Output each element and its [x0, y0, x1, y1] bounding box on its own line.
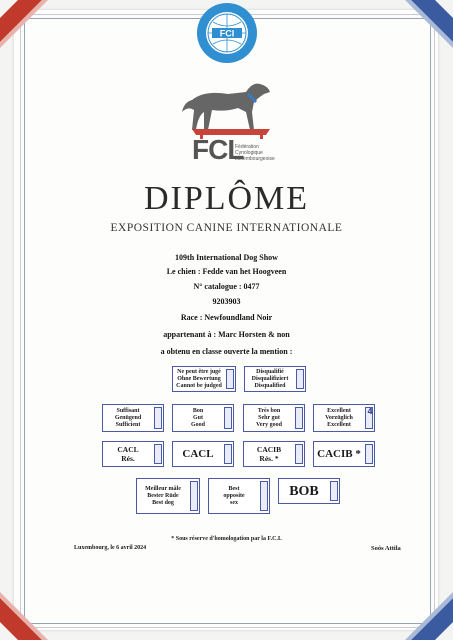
judge-name: Soós Attila	[371, 545, 401, 552]
fcl-sub-line-2: Luxembourgeoise	[235, 156, 275, 162]
box-disqualified: Disqualifié Disqualifiziert Disqualified	[244, 366, 306, 392]
box-good: Bon Gut Good	[172, 404, 234, 432]
fci-seal-logo: FCI	[196, 2, 258, 64]
checkbox	[224, 444, 232, 464]
box-line: Good	[190, 421, 205, 428]
box-cacib: CACIB *	[313, 441, 375, 467]
dog-name: Le chien : Fedde van het Hoogveen	[166, 267, 287, 276]
breed: Race : Newfoundland Noir	[180, 313, 273, 322]
checkbox	[365, 444, 373, 464]
checkbox	[260, 481, 268, 511]
box-sufficient: Suffisant Genügend Sufficient	[102, 404, 164, 432]
box-line: Best dog	[152, 499, 174, 506]
box-line: Disqualified	[254, 382, 286, 389]
box-line: Meilleur mâle	[145, 485, 181, 492]
box-line: Disqualifié	[256, 368, 284, 375]
box-line: CACIB *	[317, 448, 361, 460]
corner-ribbon-top-right	[383, 0, 453, 70]
box-cacl: CACL	[172, 441, 234, 467]
box-best-opposite-sex: Best opposite sex	[208, 478, 270, 514]
box-line: Sehr gut	[258, 414, 280, 421]
corner-ribbon-bottom-left	[0, 570, 70, 640]
checkbox	[330, 481, 338, 501]
box-line: Ohne Bewertung	[177, 375, 221, 382]
box-line: Vorzüglich	[325, 414, 353, 421]
box-line: Suffisant	[116, 407, 140, 414]
box-line: opposite	[223, 492, 245, 499]
catalogue-number: N° catalogue : 0477	[193, 282, 260, 291]
box-not-judged: Ne peut être jugé Ohne Bewertung Cannot …	[172, 366, 236, 392]
checkbox	[295, 444, 303, 464]
checkbox	[190, 481, 198, 511]
box-line: Genügend	[114, 414, 142, 421]
fcl-sub-line-1: Fédération Cynologique	[235, 144, 263, 156]
mention-intro: a obtenu en classe ouverte la mention :	[160, 347, 293, 356]
show-name: 109th International Dog Show	[175, 253, 278, 262]
seal-letters: FCI	[220, 29, 235, 39]
fcl-bar-logo	[190, 126, 272, 168]
box-line: Gut	[192, 414, 203, 421]
box-line: sex	[230, 499, 238, 506]
checkbox	[365, 407, 373, 429]
box-line: Sufficient	[115, 421, 141, 428]
box-line: Rés.	[121, 454, 135, 463]
owner: appartenant à : Marc Horsten & non	[163, 330, 290, 339]
box-line: Bester Rüde	[147, 492, 179, 499]
box-line: CACIB	[256, 445, 282, 454]
box-line: CACL	[182, 448, 214, 460]
diploma-subtitle: EXPOSITION CANINE INTERNATIONALE	[110, 222, 343, 234]
box-line: BOB	[289, 483, 319, 499]
box-excellent: Excellent Vorzüglich Excellent 4	[313, 404, 375, 432]
box-line: Ne peut être jugé	[177, 368, 221, 375]
checkbox	[226, 369, 234, 389]
diploma-title: DIPLÔME	[143, 180, 310, 217]
checkbox	[295, 407, 303, 429]
box-best-male: Meilleur mâle Bester Rüde Best dog	[136, 478, 200, 514]
corner-ribbon-bottom-right	[383, 570, 453, 640]
checkbox	[154, 444, 162, 464]
registration-number: 9203903	[212, 297, 241, 306]
handwritten-mark: 4	[367, 407, 373, 416]
fcl-logo-letters: FCL	[192, 134, 244, 165]
box-line: Very good	[256, 421, 282, 428]
corner-ribbon-top-left	[0, 0, 70, 70]
box-line: Best	[228, 485, 240, 492]
homologation-note: * Sous réserve d'homologation par la F.C…	[171, 536, 282, 542]
box-bob: BOB	[278, 478, 340, 504]
checkbox	[224, 407, 232, 429]
box-line: Bon	[192, 407, 204, 414]
box-line: Excellent	[327, 421, 351, 428]
box-cacl-reserve: CACL Rés.	[102, 441, 164, 467]
box-line: Excellent	[327, 407, 351, 414]
box-cacib-reserve: CACIB Rés. *	[243, 441, 305, 467]
box-line: Cannot be judged	[176, 382, 222, 389]
dog-silhouette-logo	[178, 72, 274, 136]
place-and-date: Luxembourg, le 6 avril 2024	[74, 545, 147, 551]
diploma-sheet	[14, 10, 438, 630]
box-very-good: Très bon Sehr gut Very good	[243, 404, 305, 432]
fcl-logo-subtitle: Fédération Cynologique Luxembourgeoise	[235, 144, 285, 162]
checkbox	[296, 369, 304, 389]
box-line: Rés. *	[259, 454, 279, 463]
box-line: Très bon	[257, 407, 281, 414]
box-line: Disqualifiziert	[251, 375, 289, 382]
checkbox	[154, 407, 162, 429]
box-line: CACL	[117, 445, 139, 454]
